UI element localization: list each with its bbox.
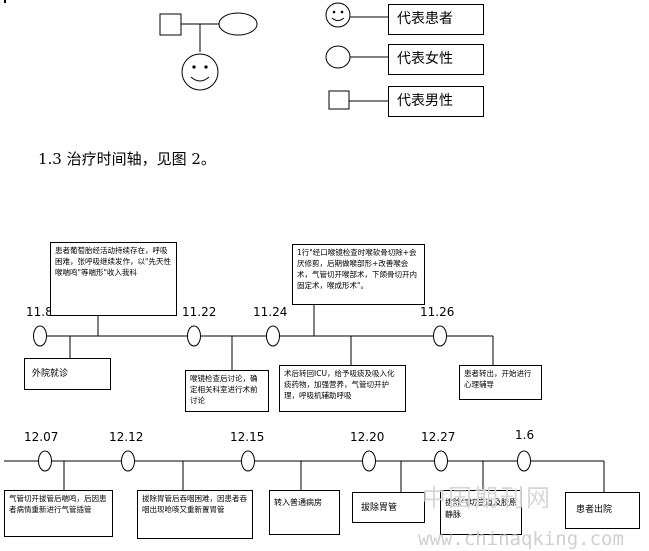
timeline-1-date: 11.8 bbox=[26, 305, 53, 319]
legend-male-label: 代表男性 bbox=[388, 86, 484, 117]
timeline-2-date: 1.6 bbox=[515, 428, 535, 442]
timeline-2-note-below: 转入普通病房 bbox=[269, 490, 340, 535]
patient-smiley-icon bbox=[181, 53, 219, 91]
legend-male-square bbox=[328, 90, 350, 110]
timeline-1-note-below: 外院就诊 bbox=[24, 358, 111, 390]
timeline-2-note-below: 患者出院 bbox=[565, 492, 640, 529]
timeline-1-note-below: 患者转出，开始进行心理辅导 bbox=[459, 365, 542, 400]
male-parent-square bbox=[159, 13, 182, 36]
timeline-1-note-below: 术后转回ICU，给予吸痰及吸入化痰药物，加强营养，气管切开护理，呼吸机辅助呼吸 bbox=[279, 365, 406, 412]
timeline-1-note-above: 1行"经口喉镜检查时喉软骨切除+会厌修剪，后期做喉部形+改善喉会术，气管切开喉部… bbox=[292, 244, 425, 305]
timeline-2-node bbox=[121, 450, 135, 472]
timeline-2-date: 12.07 bbox=[24, 430, 59, 444]
timeline-2-node bbox=[362, 450, 376, 472]
timeline-2-note-below: 拔除胃管 bbox=[352, 492, 425, 523]
legend-patient-label: 代表患者 bbox=[388, 4, 484, 35]
timeline-2-date: 12.20 bbox=[350, 430, 385, 444]
timeline-2-node bbox=[38, 450, 52, 472]
timeline-1-date: 11.22 bbox=[182, 305, 217, 319]
timeline-2-note-below: 拔除气切管道及胶原静脉 bbox=[440, 490, 522, 535]
timeline-1-node bbox=[266, 325, 280, 347]
timeline-2-date: 12.27 bbox=[421, 430, 456, 444]
timeline-1-node bbox=[33, 325, 47, 347]
timeline-2-node bbox=[434, 450, 448, 472]
timeline-1-note-above: 患者葡萄胎经活动持续存在，呼吸困难，张呼吸继续发作，以"先天性喉喘鸣"等喘形"收… bbox=[50, 242, 177, 316]
timeline-1-date: 11.24 bbox=[253, 305, 288, 319]
legend-female-circle bbox=[325, 45, 351, 69]
timeline-2-node bbox=[241, 450, 255, 472]
legend-patient-smiley-icon bbox=[325, 2, 351, 28]
watermark-logo-text: 中国期刊网 bbox=[422, 484, 552, 512]
timeline-2-date: 12.15 bbox=[230, 430, 265, 444]
timeline-1-date: 11.26 bbox=[420, 305, 455, 319]
timeline-2-date: 12.12 bbox=[109, 430, 144, 444]
timeline-1-note-below: 喉镜检查后讨论，确定相关科室进行术前讨论 bbox=[185, 370, 269, 412]
timeline-1-node bbox=[433, 325, 447, 347]
female-parent-circle bbox=[218, 12, 258, 36]
timeline-2-node bbox=[517, 450, 531, 472]
timeline-2-note-below: 气管切开拔管后喘鸣，后因患者病情重新进行气管插管 bbox=[4, 490, 113, 537]
timeline-1-node bbox=[187, 325, 201, 347]
watermark-url: www.chinaqking.com bbox=[418, 528, 624, 550]
section-heading: 1.3 治疗时间轴，见图 2。 bbox=[38, 150, 216, 168]
legend-female-label: 代表女性 bbox=[388, 44, 484, 75]
timeline-2-note-below: 拔除胃管后吞咽困难，因患者吞咽出现呛咳又重新置胃管 bbox=[137, 490, 253, 539]
